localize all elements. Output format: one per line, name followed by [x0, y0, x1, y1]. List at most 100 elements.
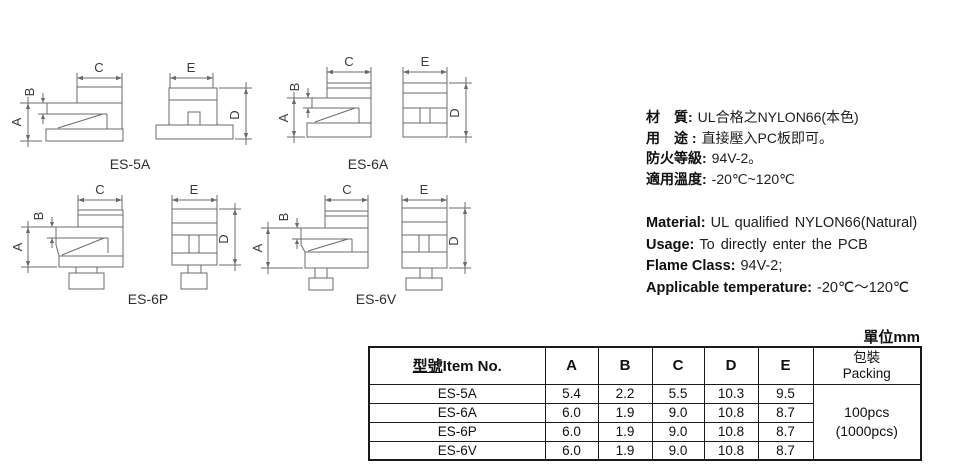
- spec-value: -20℃～120℃: [817, 279, 910, 296]
- part-label-es6p: ES-6P: [128, 291, 168, 307]
- header-dim-d: D: [703, 346, 759, 385]
- cell-d: 10.8: [703, 402, 759, 423]
- dim-b-label: B: [31, 212, 46, 221]
- es-5a-front-view: E D: [155, 60, 252, 145]
- dim-a-label: A: [12, 242, 25, 251]
- spec-line-temp-zh: 適用溫度:-20℃~120℃: [646, 169, 859, 190]
- header-dim-c: C: [651, 346, 705, 385]
- dim-b-label: B: [22, 88, 37, 97]
- cell-b: 1.9: [597, 402, 653, 423]
- spec-line-usage-en: Usage:To directly enter the PCB: [646, 235, 917, 257]
- spec-label: Applicable temperature:: [646, 279, 812, 296]
- cell-a: 5.4: [544, 383, 599, 404]
- spec-label: Flame Class:: [646, 258, 736, 274]
- spec-value: 94V-2;: [740, 258, 783, 274]
- dim-c-label: C: [344, 54, 353, 69]
- part-label-es6a: ES-6A: [348, 156, 389, 172]
- es-6v-drawing: C B A E: [252, 183, 471, 307]
- header-dim-a: A: [544, 346, 599, 385]
- dim-d-label: D: [216, 234, 231, 243]
- cell-c: 9.0: [651, 402, 705, 423]
- dim-c-label: C: [342, 183, 351, 197]
- spec-line-temp-en: Applicable temperature: -20℃～120℃: [646, 278, 917, 300]
- packing-qty: 100pcs: [844, 403, 890, 420]
- spec-value: UL合格之NYLON66(本色): [697, 109, 859, 125]
- es-6a-side-view: C B A: [278, 54, 372, 143]
- dim-a-label: A: [278, 113, 291, 122]
- es-6v-side-view: C B A: [252, 183, 369, 291]
- dim-c-label: C: [95, 183, 104, 197]
- spec-label: Usage:: [646, 236, 695, 253]
- spec-block-en: Material:UL qualified NYLON66(Natural) U…: [646, 213, 917, 299]
- header-item-no: 型號Item No.: [368, 346, 546, 385]
- table-row: ES-6V 6.0 1.9 9.0 10.8 8.7: [368, 440, 921, 461]
- spec-line-material-zh: 材 質:UL合格之NYLON66(本色): [646, 107, 859, 128]
- cell-packing: 100pcs (1000pcs): [812, 383, 922, 461]
- table-header-row: 型號Item No. A B C D E 包裝 Packing: [368, 346, 922, 385]
- es-6v-front-view: E D: [401, 183, 471, 291]
- spec-line-flame-en: Flame Class:94V-2;: [646, 256, 917, 278]
- cell-d: 10.8: [703, 421, 759, 442]
- es-5a-side-view: C B A: [12, 60, 124, 147]
- cell-c: 9.0: [651, 421, 705, 442]
- table-row: ES-6P 6.0 1.9 9.0 10.8 8.7: [368, 421, 921, 442]
- cell-e: 8.7: [757, 402, 814, 423]
- dim-e-label: E: [420, 183, 429, 197]
- cell-c: 5.5: [651, 383, 705, 404]
- header-item-en: Item No.: [442, 358, 502, 376]
- spec-label: 適用溫度:: [646, 170, 707, 187]
- cell-e: 8.7: [757, 440, 814, 461]
- cell-b: 2.2: [597, 383, 653, 404]
- es-5a-drawing: C B A E D: [12, 60, 252, 172]
- spec-line-material-en: Material:UL qualified NYLON66(Natural): [646, 213, 917, 235]
- cell-item: ES-6A: [368, 402, 546, 423]
- header-packing-zh: 包裝: [853, 349, 881, 365]
- dim-e-label: E: [421, 54, 430, 69]
- dim-d-label: D: [447, 108, 462, 117]
- part-label-es6v: ES-6V: [356, 291, 397, 307]
- cell-c: 9.0: [651, 440, 705, 461]
- cell-d: 10.3: [703, 383, 759, 404]
- es-6p-drawing: C B A E: [12, 183, 241, 307]
- cell-d: 10.8: [703, 440, 759, 461]
- cell-item: ES-6V: [368, 440, 546, 461]
- dim-b-label: B: [276, 213, 291, 222]
- header-item-zh: 型號: [412, 358, 443, 376]
- es-6a-drawing: C B A E: [278, 54, 472, 172]
- cell-a: 6.0: [544, 421, 599, 442]
- unit-label: 單位mm: [863, 329, 920, 346]
- cell-a: 6.0: [544, 402, 599, 423]
- es-6a-front-view: E D: [402, 54, 472, 143]
- cell-b: 1.9: [597, 440, 653, 461]
- spec-label: 用 途 :: [646, 129, 697, 146]
- spec-value: UL qualified NYLON66(Natural): [710, 215, 918, 231]
- cell-item: ES-6P: [368, 421, 546, 442]
- spec-value: -20℃~120℃: [711, 170, 795, 187]
- header-dim-b: B: [597, 346, 653, 385]
- table-row: ES-5A 5.4 2.2 5.5 10.3 9.5 100pcs (1000p…: [368, 383, 922, 461]
- spec-line-usage-zh: 用 途 :直接壓入PC板即可。: [646, 128, 859, 149]
- cell-e: 8.7: [757, 421, 814, 442]
- header-packing: 包裝 Packing: [812, 346, 922, 385]
- packing-qty-alt: (1000pcs): [835, 422, 898, 439]
- cell-a: 6.0: [544, 440, 599, 461]
- cell-e: 9.5: [757, 383, 814, 404]
- dim-b-label: B: [287, 83, 302, 92]
- dim-e-label: E: [190, 183, 199, 197]
- es-6p-side-view: C B A: [12, 183, 124, 290]
- dimension-table: 型號Item No. A B C D E 包裝 Packing ES-5A 5.…: [368, 346, 922, 461]
- spec-label: Material:: [646, 215, 706, 231]
- dim-a-label: A: [252, 243, 265, 252]
- dim-c-label: C: [94, 60, 103, 75]
- es-6p-front-view: E D: [171, 183, 241, 290]
- spec-value: 直接壓入PC板即可。: [701, 129, 834, 146]
- spec-value: To directly enter the PCB: [699, 236, 868, 253]
- spec-label: 材 質:: [646, 109, 693, 125]
- dim-d-label: D: [446, 236, 461, 245]
- spec-line-flame-zh: 防火等級:94V-2。: [646, 148, 859, 169]
- spec-value: 94V-2。: [711, 150, 763, 166]
- header-packing-en: Packing: [842, 365, 891, 381]
- dim-d-label: D: [227, 110, 242, 119]
- part-label-es5a: ES-5A: [110, 156, 151, 172]
